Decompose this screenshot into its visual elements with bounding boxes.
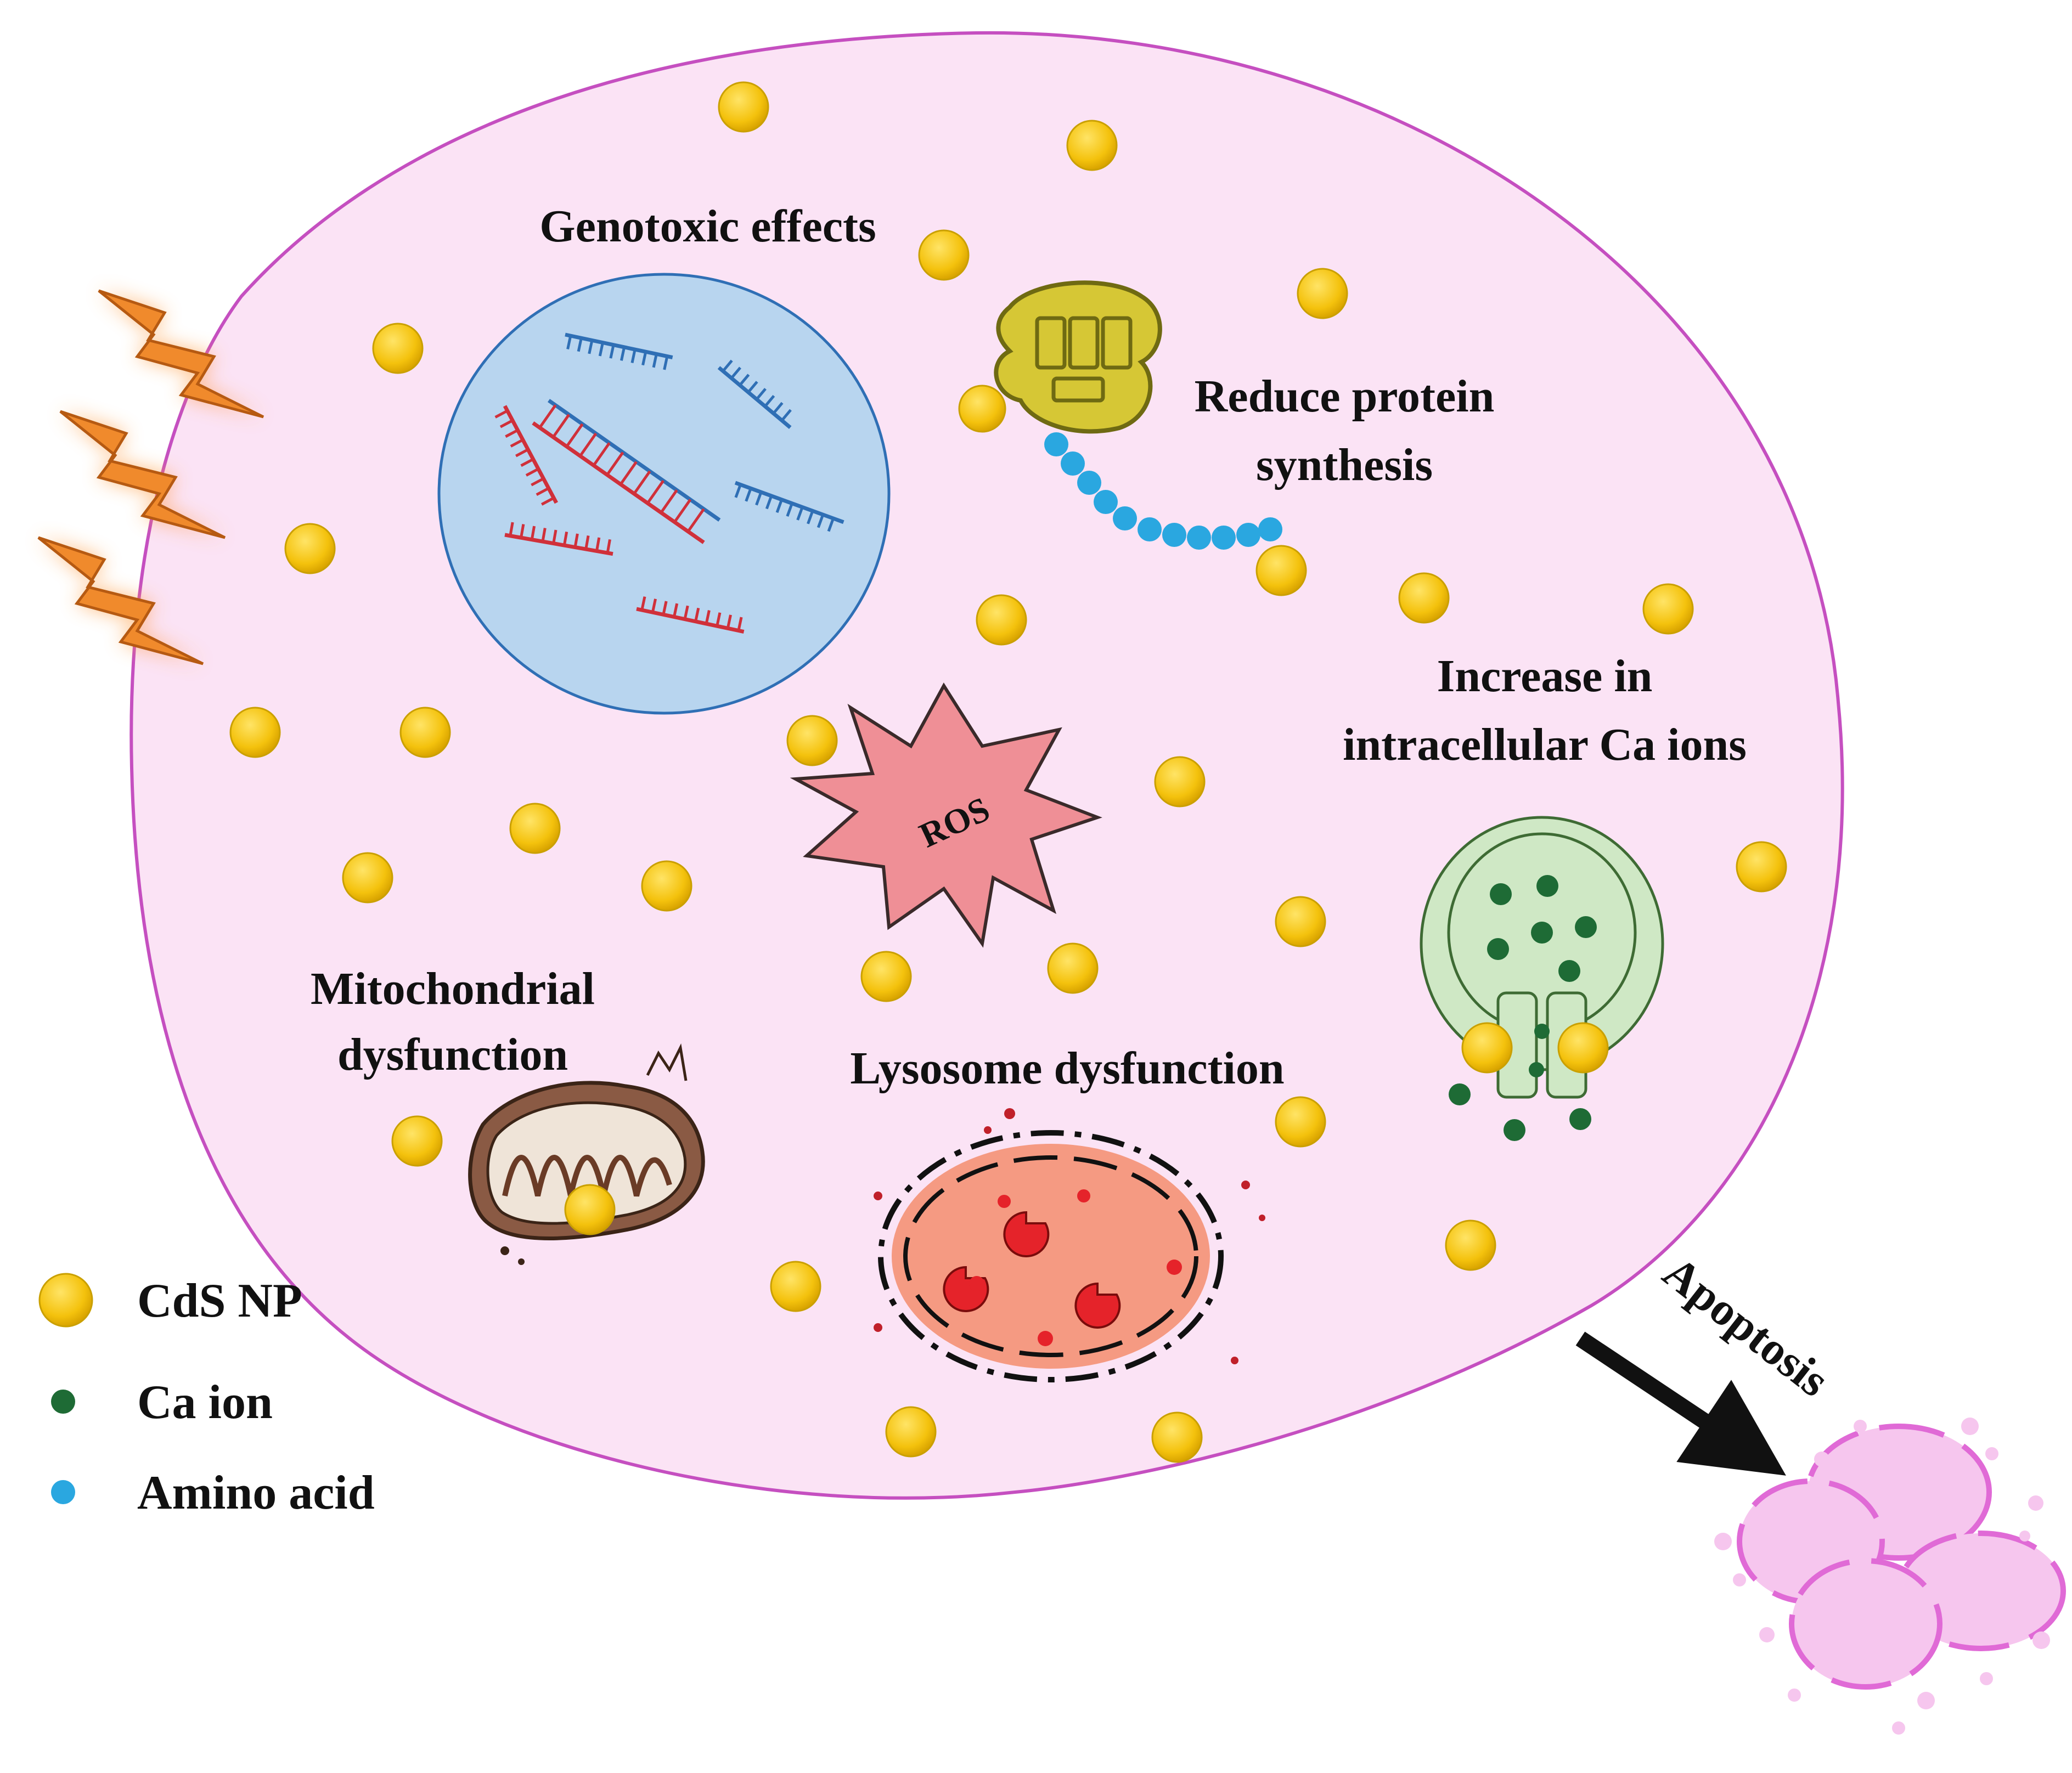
legend-label-ca-ion: Ca ion [137, 1376, 273, 1429]
legend: CdS NP Ca ion Amino acid [38, 1273, 375, 1520]
ribosome [994, 280, 1282, 550]
lysosome [874, 1108, 1265, 1382]
legend-label-cds-np: CdS NP [137, 1274, 302, 1328]
genotoxic-label: Genotoxic effects [539, 201, 876, 252]
protein-label-line1: Reduce protein [1195, 371, 1495, 422]
dna-fragments [494, 332, 844, 634]
ros-burst: ROS [790, 682, 1102, 948]
mito-label-line1: Mitochondrial [311, 963, 595, 1014]
legend-nanoparticle-icon [38, 1273, 93, 1328]
legend-calcium-icon [51, 1390, 75, 1414]
lightning-icon [59, 410, 226, 539]
lightning-icon [98, 289, 264, 419]
protein-label-line2: synthesis [1256, 439, 1433, 490]
nucleus [437, 273, 891, 715]
apoptosis-label: Apoptosis [1654, 1246, 1839, 1407]
apoptotic-bodies [1714, 1418, 2066, 1735]
legend-amino-acid-icon [51, 1480, 75, 1504]
cds-nanoparticles [229, 81, 1787, 1463]
apoptosis-arrow [1575, 1331, 1786, 1476]
lightning-icons [37, 289, 264, 665]
lightning-icon [37, 536, 204, 665]
calcium-vesicle [1420, 816, 1664, 1141]
calcium-ions [1449, 875, 1597, 1141]
lysosomal-enzymes [943, 1211, 1121, 1329]
calcium-label-line1: Increase in [1437, 651, 1653, 702]
calcium-label-line2: intracellular Ca ions [1343, 719, 1747, 770]
legend-label-amino-acid: Amino acid [137, 1466, 375, 1520]
mitochondrion [468, 1043, 705, 1265]
mito-label-line2: dysfunction [337, 1029, 568, 1080]
amino-acid-chain [1044, 432, 1282, 550]
lysosome-label: Lysosome dysfunction [850, 1043, 1284, 1094]
